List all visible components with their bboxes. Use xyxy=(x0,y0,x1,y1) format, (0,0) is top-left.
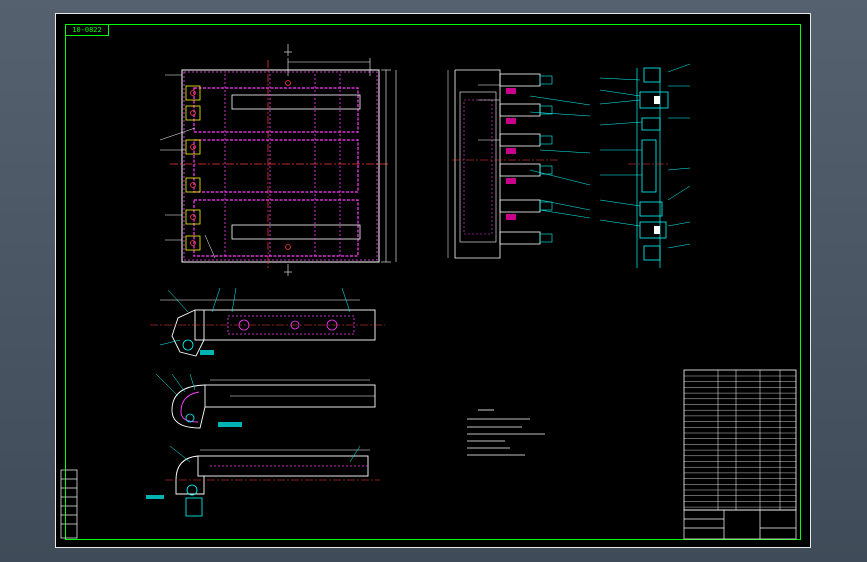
plan-view xyxy=(159,44,397,276)
section-c-c-lower xyxy=(146,445,380,517)
section-b-b xyxy=(447,69,591,259)
technical-notes xyxy=(467,409,545,456)
parts-list xyxy=(683,369,797,511)
section-b-b-lower xyxy=(155,373,376,429)
revision-strip xyxy=(60,469,78,539)
drawing-sheet: 10-0822 xyxy=(55,13,811,548)
drawing-number: 10-0822 xyxy=(66,25,109,36)
section-c-c xyxy=(599,63,691,268)
section-a-a xyxy=(150,287,385,357)
title-block xyxy=(683,509,797,540)
drawing-border: 10-0822 xyxy=(65,24,801,540)
